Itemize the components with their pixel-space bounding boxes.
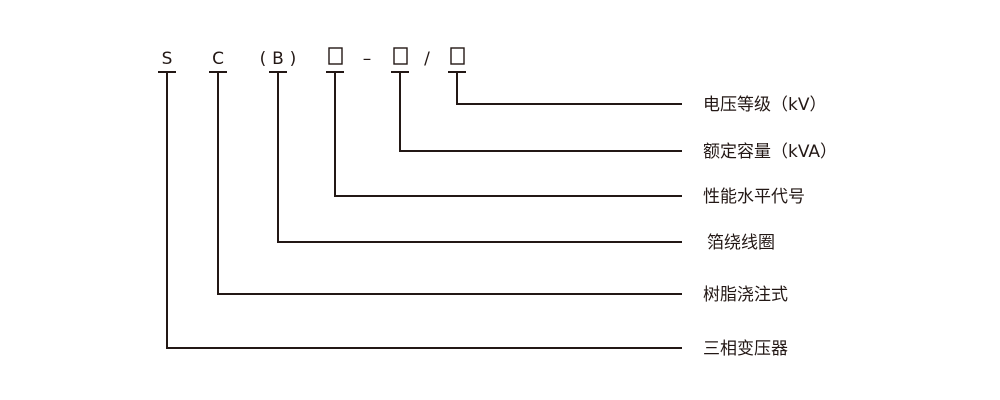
label-resin: 树脂浇注式 [703,285,788,305]
code-placeholder-performance [328,47,343,65]
leader-voltage [456,72,682,105]
leader-lines [166,72,682,349]
code-letter-b: B [272,49,284,69]
code-letter-s: S [162,49,173,69]
code-dash: – [363,49,372,69]
label-voltage: 电压等级（kV） [703,95,826,115]
leader-capacity [399,72,682,152]
leader-resin [217,72,682,295]
code-letter-c: C [212,49,224,69]
model-code: S C ( B ) – / [162,47,465,69]
leader-performance [334,72,682,197]
label-performance: 性能水平代号 [703,187,805,207]
code-slash: / [424,49,430,69]
code-paren-close: ) [290,49,297,69]
leader-foil [277,72,682,243]
label-capacity: 额定容量（kVA） [703,142,837,162]
leader-three-phase [166,72,682,349]
code-paren-open: ( [260,49,267,69]
label-three-phase: 三相变压器 [703,339,788,359]
label-foil: 箔绕线圈 [707,233,775,253]
description-labels: 电压等级（kV） 额定容量（kVA） 性能水平代号 箔绕线圈 树脂浇注式 三相变… [703,95,837,359]
code-placeholder-voltage [450,47,465,65]
code-placeholder-capacity [393,47,408,65]
